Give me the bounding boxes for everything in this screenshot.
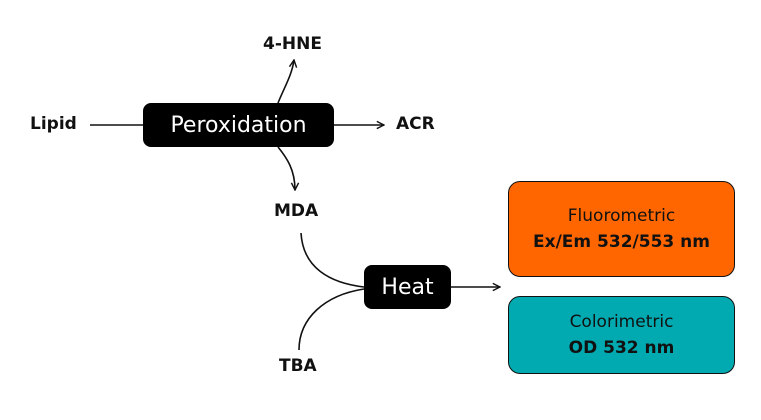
peroxidation-to-mda-arrow: [277, 146, 295, 190]
peroxidation-to-hne-arrow: [277, 60, 294, 104]
fluorometric-detail: Ex/Em 532/553 nm: [533, 232, 710, 252]
colorimetric-detail: OD 532 nm: [568, 338, 675, 358]
heat-node: Heat: [364, 265, 451, 309]
hne-label: 4-HNE: [263, 34, 322, 54]
colorimetric-output-card: Colorimetric OD 532 nm: [508, 296, 735, 374]
acr-label: ACR: [396, 114, 435, 134]
mda-to-heat-curve: [300, 232, 365, 288]
fluorometric-output-card: Fluorometric Ex/Em 532/553 nm: [508, 181, 735, 277]
lipid-label: Lipid: [30, 114, 77, 134]
mda-label: MDA: [274, 201, 319, 221]
fluorometric-title: Fluorometric: [567, 206, 676, 226]
tba-to-heat-curve: [298, 288, 365, 351]
tba-label: TBA: [279, 356, 317, 376]
peroxidation-node: Peroxidation: [143, 103, 334, 147]
colorimetric-title: Colorimetric: [569, 312, 674, 332]
